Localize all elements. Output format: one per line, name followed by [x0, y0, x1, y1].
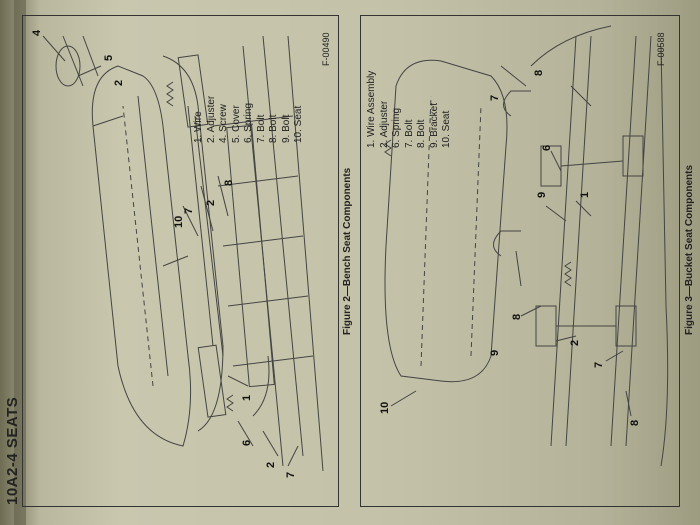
legend-item: 2. Adjuster — [378, 100, 390, 148]
bucket-seat-drawing — [384, 25, 669, 467]
legend-item: 8. Bolt — [416, 119, 427, 148]
callout-1: 1 — [241, 394, 253, 401]
figure-2-legend: 1. Wire 2. Adjuster 4. Screw 5. Cover 6.… — [193, 96, 306, 143]
callout-4: 4 — [31, 29, 43, 36]
callout-7-top: 7 — [489, 94, 501, 101]
legend-item: 2. Adjuster — [205, 95, 217, 143]
callout-10: 10 — [379, 401, 391, 414]
legend-item: 10. Seat — [441, 110, 452, 148]
callout-8: 8 — [223, 179, 235, 186]
callout-2-top: 2 — [113, 79, 125, 86]
figure-3-frame: 7 8 6 9 1 10 9 8 2 7 8 1. Wire Assembly … — [360, 15, 680, 507]
page-binding-shadow — [14, 0, 26, 525]
figure-2-frame: 4 5 2 8 7 2 10 1 6 2 7 1. Wire 2. Adjust… — [22, 15, 339, 507]
section-title: SEATS — [4, 396, 21, 449]
callout-10: 10 — [173, 215, 185, 228]
legend-item: 6. Spring — [243, 102, 254, 143]
legend-item: 1. Wire — [193, 111, 204, 143]
legend-item: 1. Wire Assembly — [366, 70, 377, 148]
figure-3-code: F-00588 — [656, 32, 666, 66]
legend-item: 9. Bracket — [428, 102, 440, 148]
legend-item: 7. Bolt — [403, 119, 415, 148]
legend-item: 7. Bolt — [255, 114, 267, 143]
callout-6: 6 — [241, 439, 253, 446]
callout-6: 6 — [541, 144, 553, 151]
callout-5: 5 — [103, 54, 115, 61]
figure-3-caption: Figure 3—Bucket Seat Components — [684, 164, 695, 335]
callout-8-bottom: 8 — [629, 419, 641, 426]
callout-2: 2 — [569, 339, 581, 346]
legend-item: 9. Bolt — [280, 114, 292, 143]
callout-7-bottom: 7 — [593, 361, 605, 368]
callout-7-lower: 7 — [285, 471, 297, 478]
legend-item: 4. Screw — [218, 104, 229, 143]
legend-item: 10. Seat — [293, 105, 304, 143]
callout-1: 1 — [579, 191, 591, 198]
callout-2-bottom: 2 — [265, 461, 277, 468]
callout-8-left: 8 — [511, 313, 523, 320]
page-header: 10A2-4 SEATS — [4, 397, 21, 505]
figure-2-code: F-00490 — [321, 32, 331, 66]
legend-item: 5. Cover — [230, 105, 242, 143]
section-number: 10A2-4 — [4, 452, 21, 505]
legend-item: 8. Bolt — [268, 114, 279, 143]
figure-3-legend: 1. Wire Assembly 2. Adjuster 6. Spring 7… — [366, 71, 454, 148]
callout-8-top: 8 — [533, 69, 545, 76]
callout-9-right: 9 — [536, 191, 548, 198]
callout-9-left: 9 — [489, 349, 501, 356]
figure-2-caption: Figure 2—Bench Seat Components — [342, 167, 353, 335]
legend-item: 6. Spring — [391, 107, 402, 148]
callout-7-upper: 7 — [183, 207, 195, 214]
callout-2-mid: 2 — [205, 199, 217, 206]
bench-seat-drawing — [42, 35, 324, 472]
